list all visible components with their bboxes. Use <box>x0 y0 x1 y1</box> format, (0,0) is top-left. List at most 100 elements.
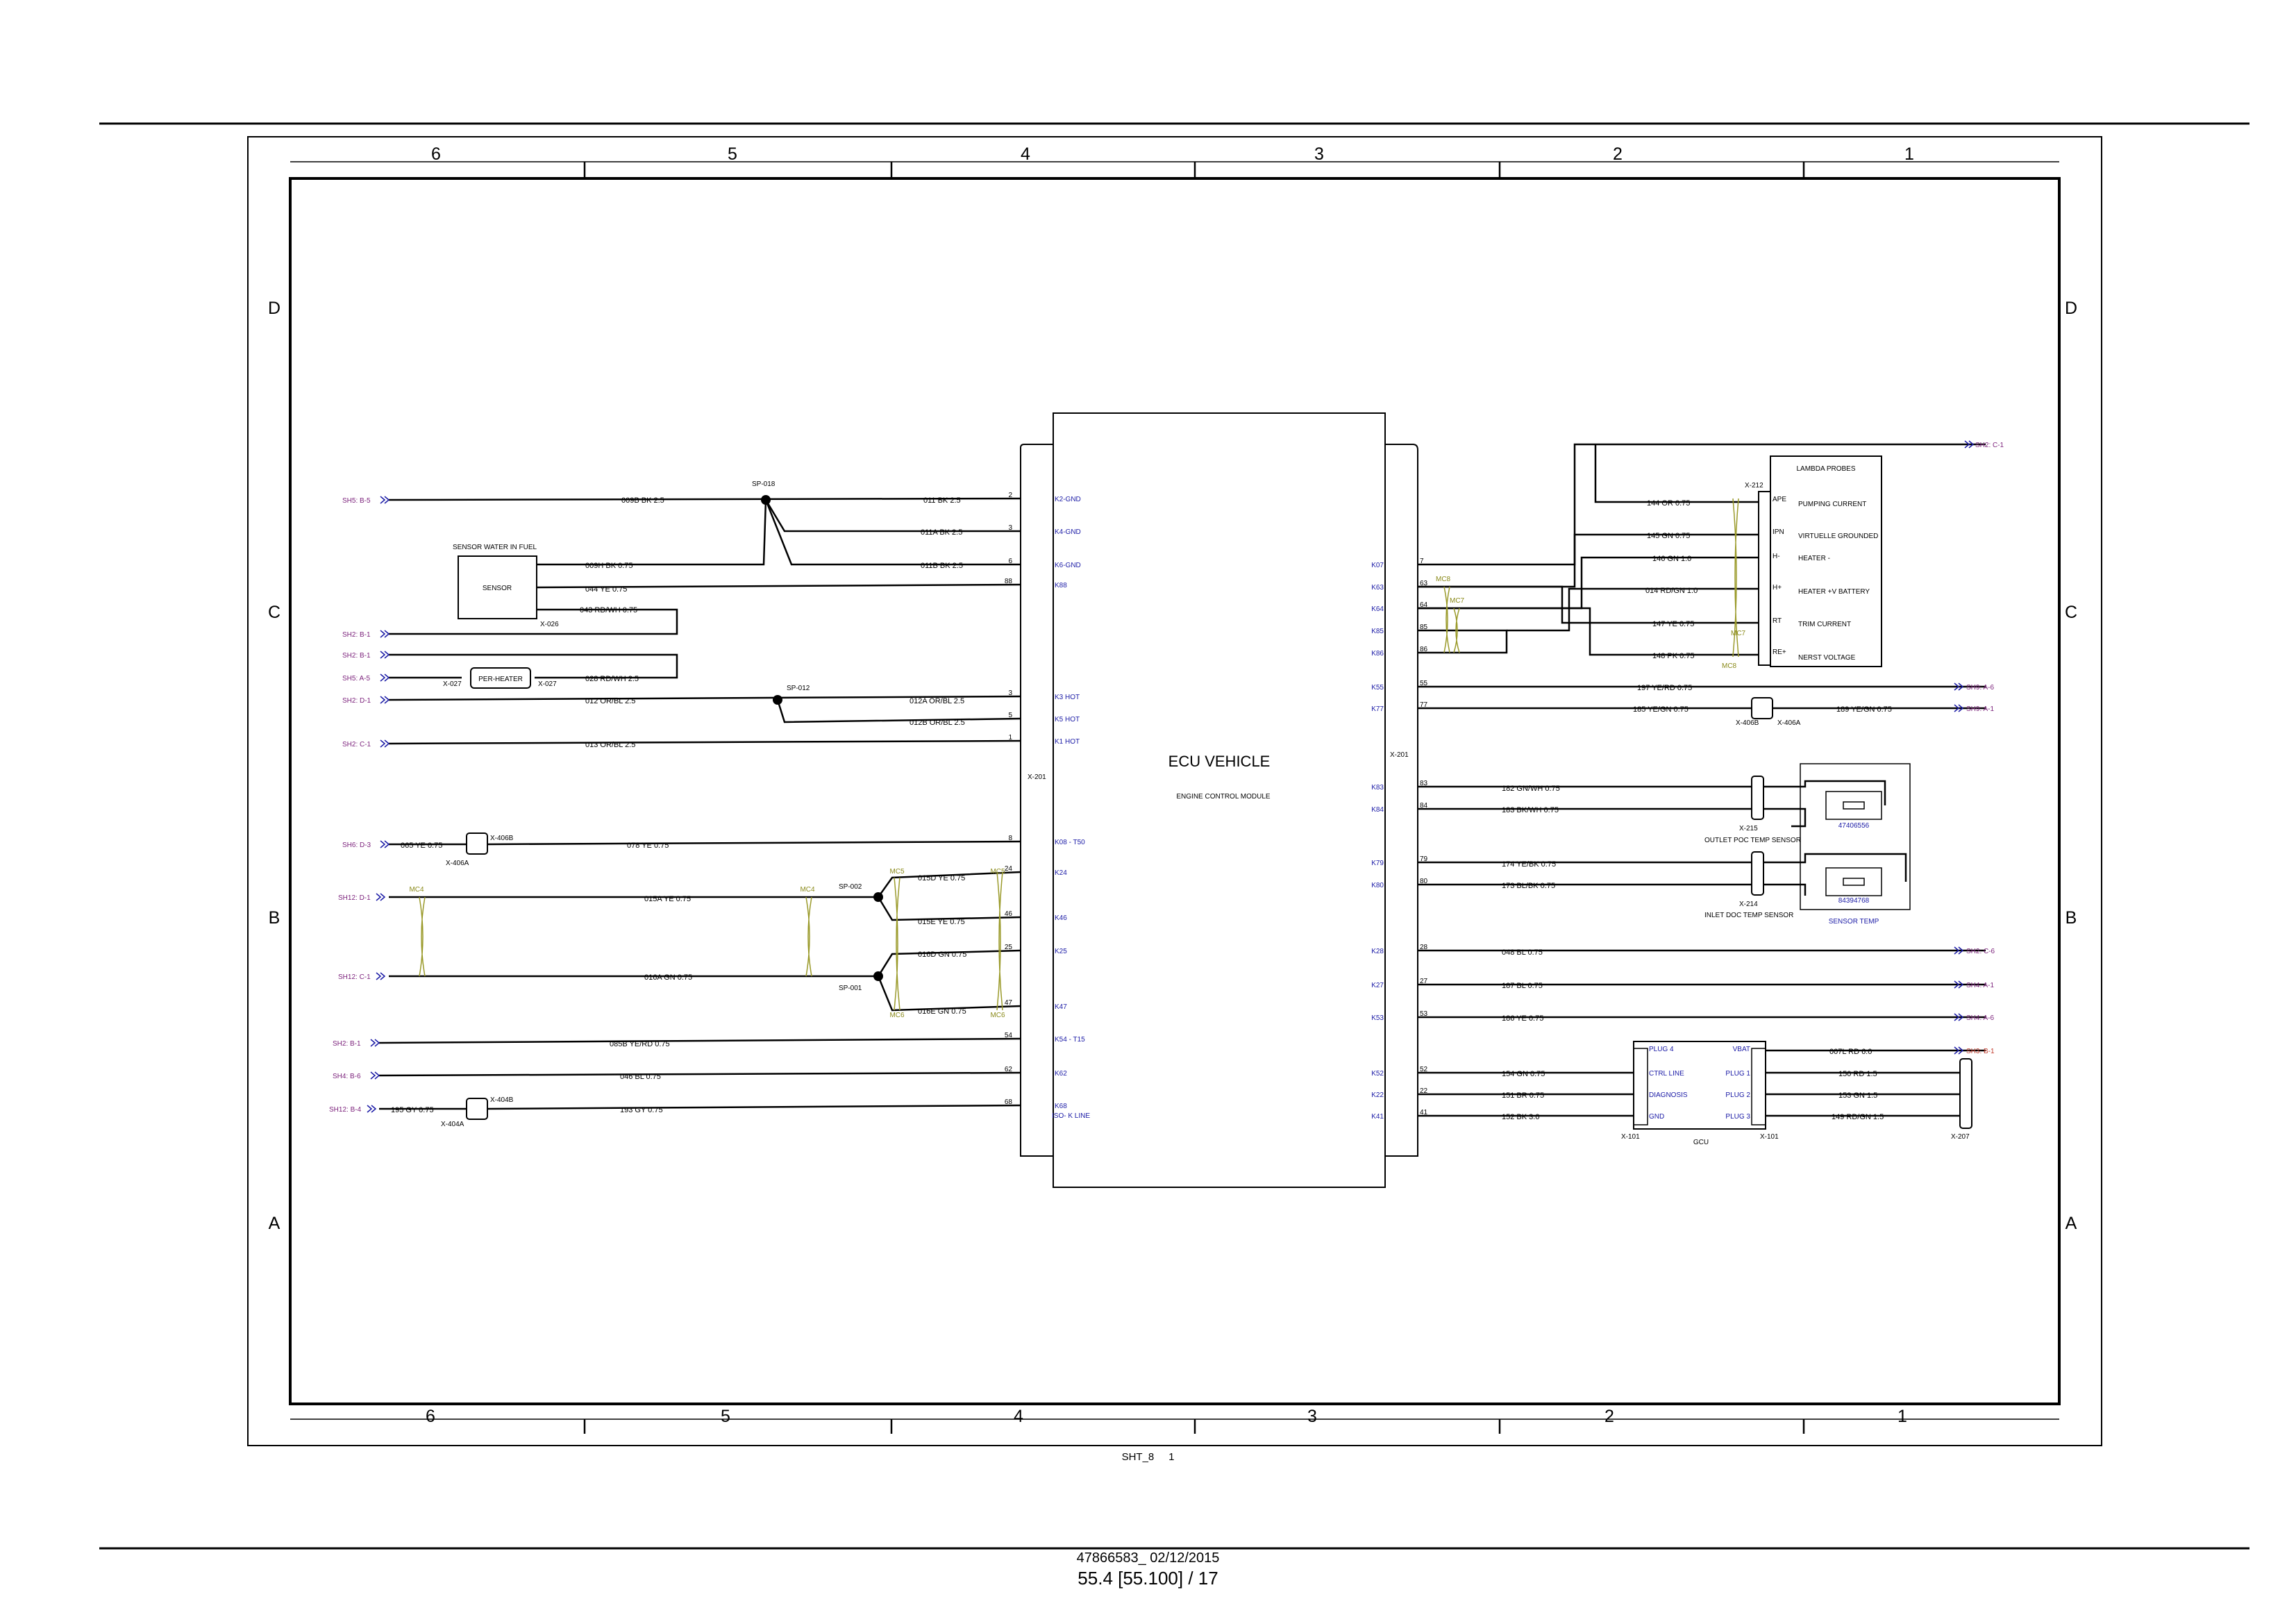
ecu-connector-right: X-201 <box>1390 751 1409 759</box>
ecu-right-pin-number: 41 <box>1420 1109 1428 1116</box>
ecu-right-pin-label: K07 <box>1371 562 1384 569</box>
sheet-id: SHT_8 1 <box>0 1451 2296 1463</box>
twisted-pair-icon <box>1453 608 1460 653</box>
sheet-ref-right: SH9: A-6 <box>1966 684 1994 692</box>
arrow-in-icon <box>380 739 390 748</box>
wire-temp-b <box>1763 807 1807 828</box>
ecu-right-pin-number: 52 <box>1420 1066 1428 1073</box>
wire-label: 174 YE/BK 0.75 <box>1502 860 1556 869</box>
twisted-pair-icon <box>1732 498 1739 658</box>
ecu-left-pin-number: 24 <box>1005 865 1013 873</box>
wire-016d <box>877 949 1021 977</box>
sheet-label: SHT_8 <box>1121 1451 1155 1463</box>
grid-row-left-C: C <box>268 603 280 622</box>
connector-label: X-404B <box>490 1096 514 1104</box>
ecu-left-pin-number: 68 <box>1005 1098 1013 1106</box>
twisted-pair-icon <box>419 896 426 977</box>
ecu-right-pin-number: 84 <box>1420 802 1428 810</box>
gcu-left-label: CTRL LINE <box>1649 1070 1684 1078</box>
wire-014 <box>1507 587 1759 632</box>
wire-148 <box>1418 607 1759 656</box>
ecu-connector-left: X-201 <box>1028 773 1046 781</box>
ecu-left-pin-number: 47 <box>1005 999 1013 1007</box>
sensor-box <box>458 555 537 619</box>
wire-147 <box>1418 585 1759 624</box>
gcu-right-connector <box>1751 1048 1766 1125</box>
ecu-right-pin-label: K64 <box>1371 605 1384 613</box>
arrow-out-icon <box>1954 683 1964 691</box>
connector-label: X-406B <box>490 835 514 842</box>
ecu-left-pin-number: 88 <box>1005 578 1013 585</box>
wire-009h <box>537 499 767 566</box>
sheet-ref-right: SH4: A-6 <box>1966 1014 1994 1022</box>
wire-label: 147 YE 0.75 <box>1652 620 1694 628</box>
arrow-in-icon <box>380 496 390 504</box>
wire-012b <box>776 699 1021 723</box>
gcu-box <box>1633 1041 1766 1130</box>
wire-label: 016E GN 0.75 <box>918 1007 966 1016</box>
sheet-ref-left: SH5: B-5 <box>342 497 371 505</box>
wire-078 <box>487 840 1021 846</box>
page-ref: 55.4 [55.100] / 17 <box>1078 1568 1218 1589</box>
wire-193 <box>487 1104 1021 1110</box>
wire-label: 152 BK 3.0 <box>1502 1113 1539 1121</box>
wire-label: 012A OR/BL 2.5 <box>910 697 964 705</box>
arrow-out-icon <box>1954 1046 1964 1055</box>
part-number: 84394768 <box>1838 897 1870 905</box>
ecu-right-pin-number: 80 <box>1420 878 1428 885</box>
wire-label: 046 BL 0.75 <box>620 1073 661 1081</box>
mc-label: MC6 <box>889 1012 905 1019</box>
wire-009b <box>388 497 1021 501</box>
wire-label: 012B OR/BL 2.5 <box>910 719 965 727</box>
wire-label: 154 GN 0.75 <box>1502 1070 1545 1078</box>
grid-col-top-4: 4 <box>1021 144 1030 164</box>
arrow-in-icon <box>380 673 390 682</box>
lambda-row-label: HEATER - <box>1798 555 1830 562</box>
arrow-out-icon <box>1964 440 1975 449</box>
twisted-pair-icon <box>1443 586 1450 653</box>
sheet-ref-left: SH4: B-6 <box>333 1073 361 1080</box>
splice-label: SP-018 <box>752 480 776 488</box>
connector-x406-right <box>1751 697 1773 719</box>
wires <box>378 162 1986 1434</box>
wire-temp-c <box>1763 853 1907 882</box>
wire-044 <box>536 583 1021 589</box>
connector-label: X-214 <box>1739 901 1758 908</box>
wire-label: 015E YE 0.75 <box>918 918 965 926</box>
ecu-right-pin-number: 28 <box>1420 944 1428 951</box>
grid-col-top-1: 1 <box>1904 144 1914 164</box>
heater-label: PER-HEATER <box>478 676 523 683</box>
sheet-ref-left: SH2: B-1 <box>333 1040 361 1048</box>
ecu-right-pin-label: K55 <box>1371 684 1384 692</box>
mc-label: MC8 <box>1436 576 1451 583</box>
connector-label: X-406B <box>1736 719 1759 727</box>
mc-label: MC7 <box>1731 630 1746 637</box>
wire-label: 028 RD/WH 2.5 <box>585 675 639 683</box>
splice-sp012 <box>773 695 782 705</box>
wire-label: 148 PK 0.75 <box>1652 652 1695 660</box>
wire-label: 187 BL 0.75 <box>1502 982 1543 990</box>
ecu-left-pin-label: K2-GND <box>1055 496 1081 503</box>
wire-label: 144 OR 0.75 <box>1647 499 1690 508</box>
ecu-right-pin-label: K80 <box>1371 882 1384 889</box>
lambda-pin-label: RT <box>1773 617 1782 625</box>
grid-col-bottom-1: 1 <box>1897 1407 1907 1426</box>
lambda-row-label: PUMPING CURRENT <box>1798 501 1866 508</box>
twisted-pair-icon <box>805 896 812 977</box>
wire-046 <box>378 1071 1021 1077</box>
sheet-number: 1 <box>1168 1451 1175 1463</box>
ecu-left-pin-label: K4-GND <box>1055 528 1081 536</box>
lambda-title: LAMBDA PROBES <box>1796 465 1855 473</box>
wire-label: 189 YE/GN 0.75 <box>1836 705 1892 714</box>
wire-temp-a <box>1763 780 1886 805</box>
wire-label: 043 RD/WH 0.75 <box>580 606 637 614</box>
ecu-title: ECU VEHICLE <box>1168 753 1271 770</box>
lambda-row-label: TRIM CURRENT <box>1798 621 1851 628</box>
wire-label: 044 YE 0.75 <box>585 585 627 594</box>
wire-lambda-sh <box>1418 443 1986 566</box>
ecu-right-pin-label: K53 <box>1371 1014 1384 1022</box>
mc-label: MC6 <box>990 1012 1005 1019</box>
arrow-in-icon <box>370 1071 380 1080</box>
